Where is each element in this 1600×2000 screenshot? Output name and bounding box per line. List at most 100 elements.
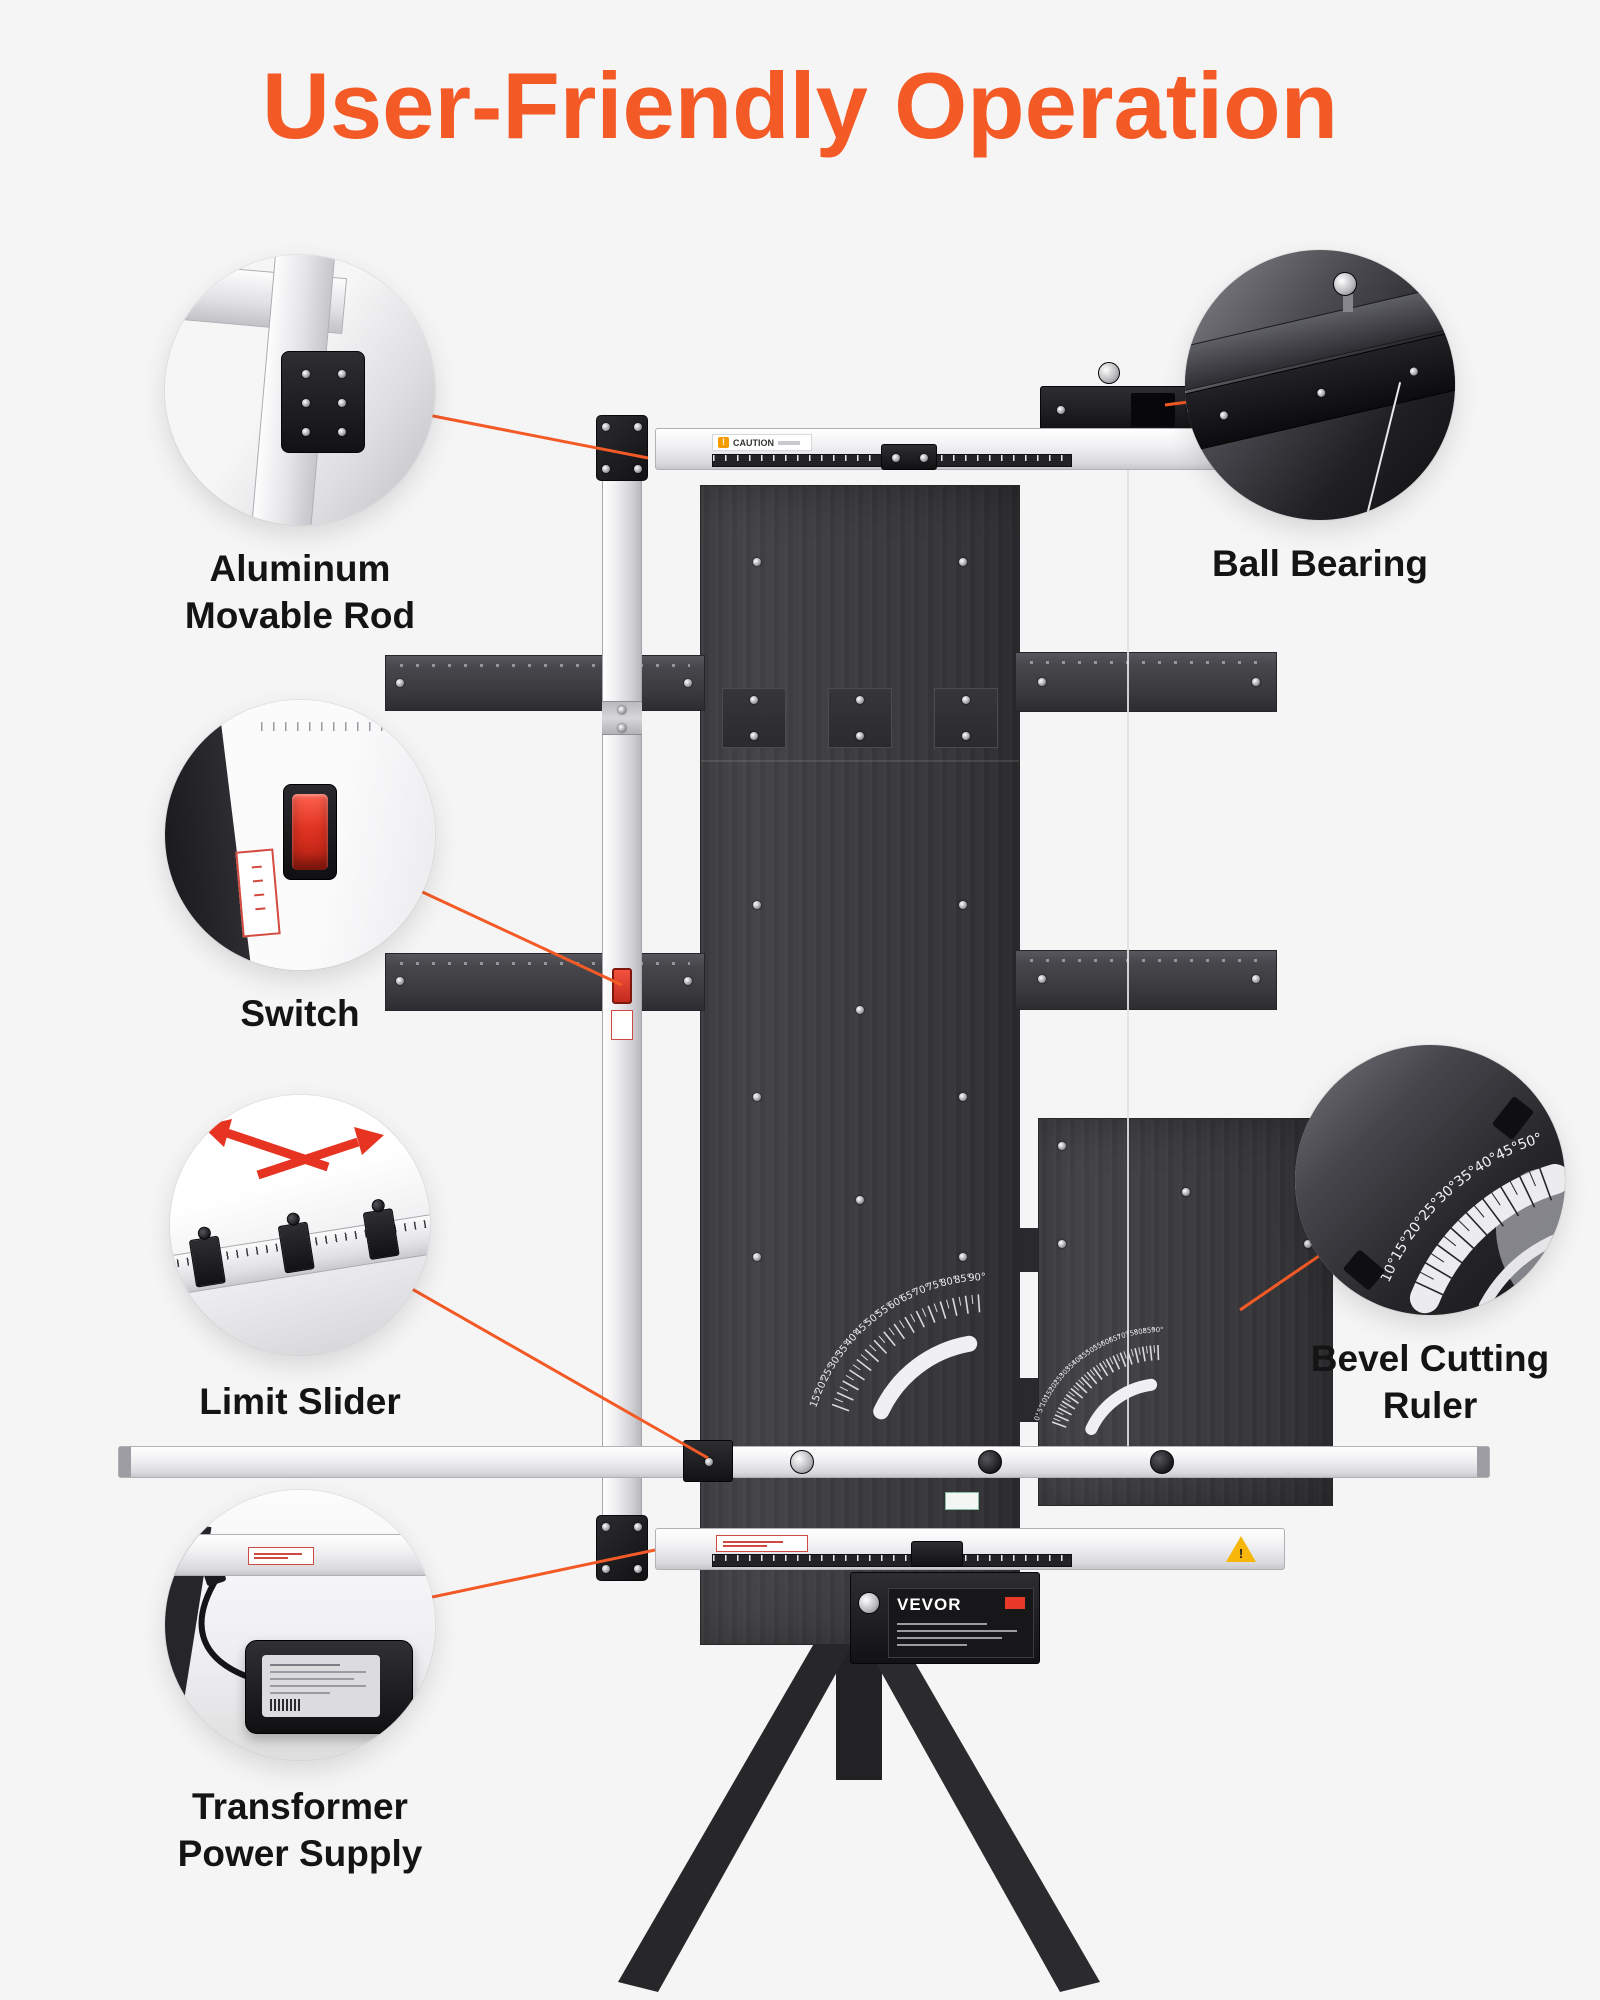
callout-photo-transformer <box>165 1490 435 1760</box>
scale-tick <box>1065 1394 1080 1404</box>
scale-tick <box>1463 1209 1490 1239</box>
screw-icon <box>750 732 758 740</box>
scale-tick <box>1092 1366 1103 1380</box>
scale-tick <box>939 1301 947 1319</box>
screw-icon <box>1038 678 1046 686</box>
degree-label: 50° <box>1516 1130 1545 1154</box>
screw-icon <box>302 399 310 407</box>
board-seam <box>701 760 1019 762</box>
label-text-line <box>251 865 262 869</box>
screw-icon <box>1038 975 1046 983</box>
label-line: Ruler <box>1382 1385 1478 1427</box>
slider-clamp <box>277 1211 315 1274</box>
thumb-screw <box>1333 272 1357 296</box>
carriage-slider <box>881 444 937 470</box>
screw-icon <box>1252 975 1260 983</box>
scale-tick-minor <box>1153 1345 1156 1353</box>
degree-label: 75° <box>1125 1328 1139 1339</box>
callout-label-transformer: Transformer Power Supply <box>130 1783 470 1878</box>
scale-tick-minor <box>1078 1379 1085 1386</box>
screw-icon <box>1219 410 1229 421</box>
screw-icon <box>753 1253 761 1261</box>
scale-tick-minor <box>1063 1397 1071 1403</box>
label-line: Movable Rod <box>184 595 416 637</box>
brand-plate-tag <box>1005 1597 1025 1609</box>
arc-slot <box>873 1335 978 1420</box>
label-text-line <box>723 1541 783 1543</box>
support-arm-upper-left <box>385 655 705 711</box>
scale-tick <box>831 1403 850 1412</box>
scale-tick-minor <box>1527 1168 1536 1187</box>
scale-tick <box>1134 1347 1140 1363</box>
scale-tick-minor <box>834 1398 843 1403</box>
plate-text-line <box>897 1637 1002 1639</box>
scale-tick <box>1149 1345 1153 1361</box>
scale-tick <box>1126 1349 1133 1365</box>
clamp-knob <box>196 1225 212 1241</box>
clamp-knob <box>370 1198 386 1214</box>
plate-text-line <box>897 1644 967 1646</box>
scale-tick-minor <box>1056 1410 1064 1416</box>
screw-icon <box>856 696 864 704</box>
degree-label: 85° <box>1142 1326 1155 1335</box>
degree-label: 5° <box>1036 1403 1047 1414</box>
bevel-scale-zoom: 10°15°20°25°30°35°40°45°50° <box>1378 1130 1565 1314</box>
switch-bezel <box>283 784 337 880</box>
scale-tick <box>951 1297 958 1316</box>
rod-end-cap <box>119 1447 131 1477</box>
arc-slot <box>1085 1378 1158 1435</box>
screw-icon <box>962 732 970 740</box>
screw-icon <box>753 1093 761 1101</box>
scale-tick-minor <box>888 1327 895 1336</box>
rod-bracket <box>281 351 365 453</box>
scale-tick-minor <box>933 1303 938 1313</box>
scale-tick-minor <box>839 1386 849 1392</box>
scale-tick <box>927 1305 936 1323</box>
screw-icon <box>302 370 310 378</box>
arm-perforations <box>1030 959 1262 962</box>
scale-tick <box>1112 1355 1121 1370</box>
screw-icon <box>634 1565 642 1573</box>
label-line: Power Supply <box>177 1833 423 1875</box>
bottom-rail <box>655 1528 1285 1570</box>
screw-icon <box>705 1458 713 1466</box>
degree-label: 85° <box>953 1273 972 1286</box>
screw-icon <box>602 1523 610 1531</box>
power-label <box>248 1547 314 1565</box>
scale-tick <box>1411 1279 1447 1298</box>
scale-tick-minor <box>1089 1369 1096 1376</box>
label-text-line <box>270 1685 366 1687</box>
power-brick-label <box>262 1655 380 1717</box>
label-text-line <box>254 893 265 897</box>
label-text-line <box>254 1557 288 1559</box>
callout-label-limit-slider: Limit Slider <box>130 1378 470 1425</box>
screw-icon <box>396 977 404 985</box>
scale-tick-minor <box>1471 1202 1485 1218</box>
barcode <box>270 1699 300 1711</box>
wire-tension-assembly <box>1040 386 1210 432</box>
label-text-line <box>270 1678 354 1680</box>
switch-spec-label <box>235 848 281 938</box>
brand-logo: VEVOR <box>897 1595 962 1614</box>
scale-tick-minor <box>899 1320 905 1329</box>
scale-tick <box>1080 1376 1093 1389</box>
bottom-ruler-scale <box>712 1554 1072 1567</box>
scale-tick <box>873 1339 888 1354</box>
screw-icon <box>959 901 967 909</box>
screw-icon <box>396 679 404 687</box>
scale-tick <box>964 1295 969 1314</box>
protractor-scale-bevel: 0°5°10°15°20°25°30°35°40°45°50°55°60°65°… <box>1033 1326 1164 1435</box>
screw-icon <box>959 1253 967 1261</box>
arm-perforations <box>400 664 690 667</box>
scale-tick <box>1157 1345 1160 1361</box>
screw-icon <box>962 696 970 704</box>
direction-arrows-icon <box>202 1119 384 1180</box>
scale-tick-minor <box>1109 1357 1114 1365</box>
power-switch <box>612 968 632 1004</box>
adjust-knob <box>858 1592 880 1614</box>
scale-tick-minor <box>1068 1391 1075 1397</box>
thumb-screw-stem <box>1343 294 1353 312</box>
label-text-line <box>723 1545 767 1547</box>
protractor-pivot-knob <box>978 1450 1002 1474</box>
